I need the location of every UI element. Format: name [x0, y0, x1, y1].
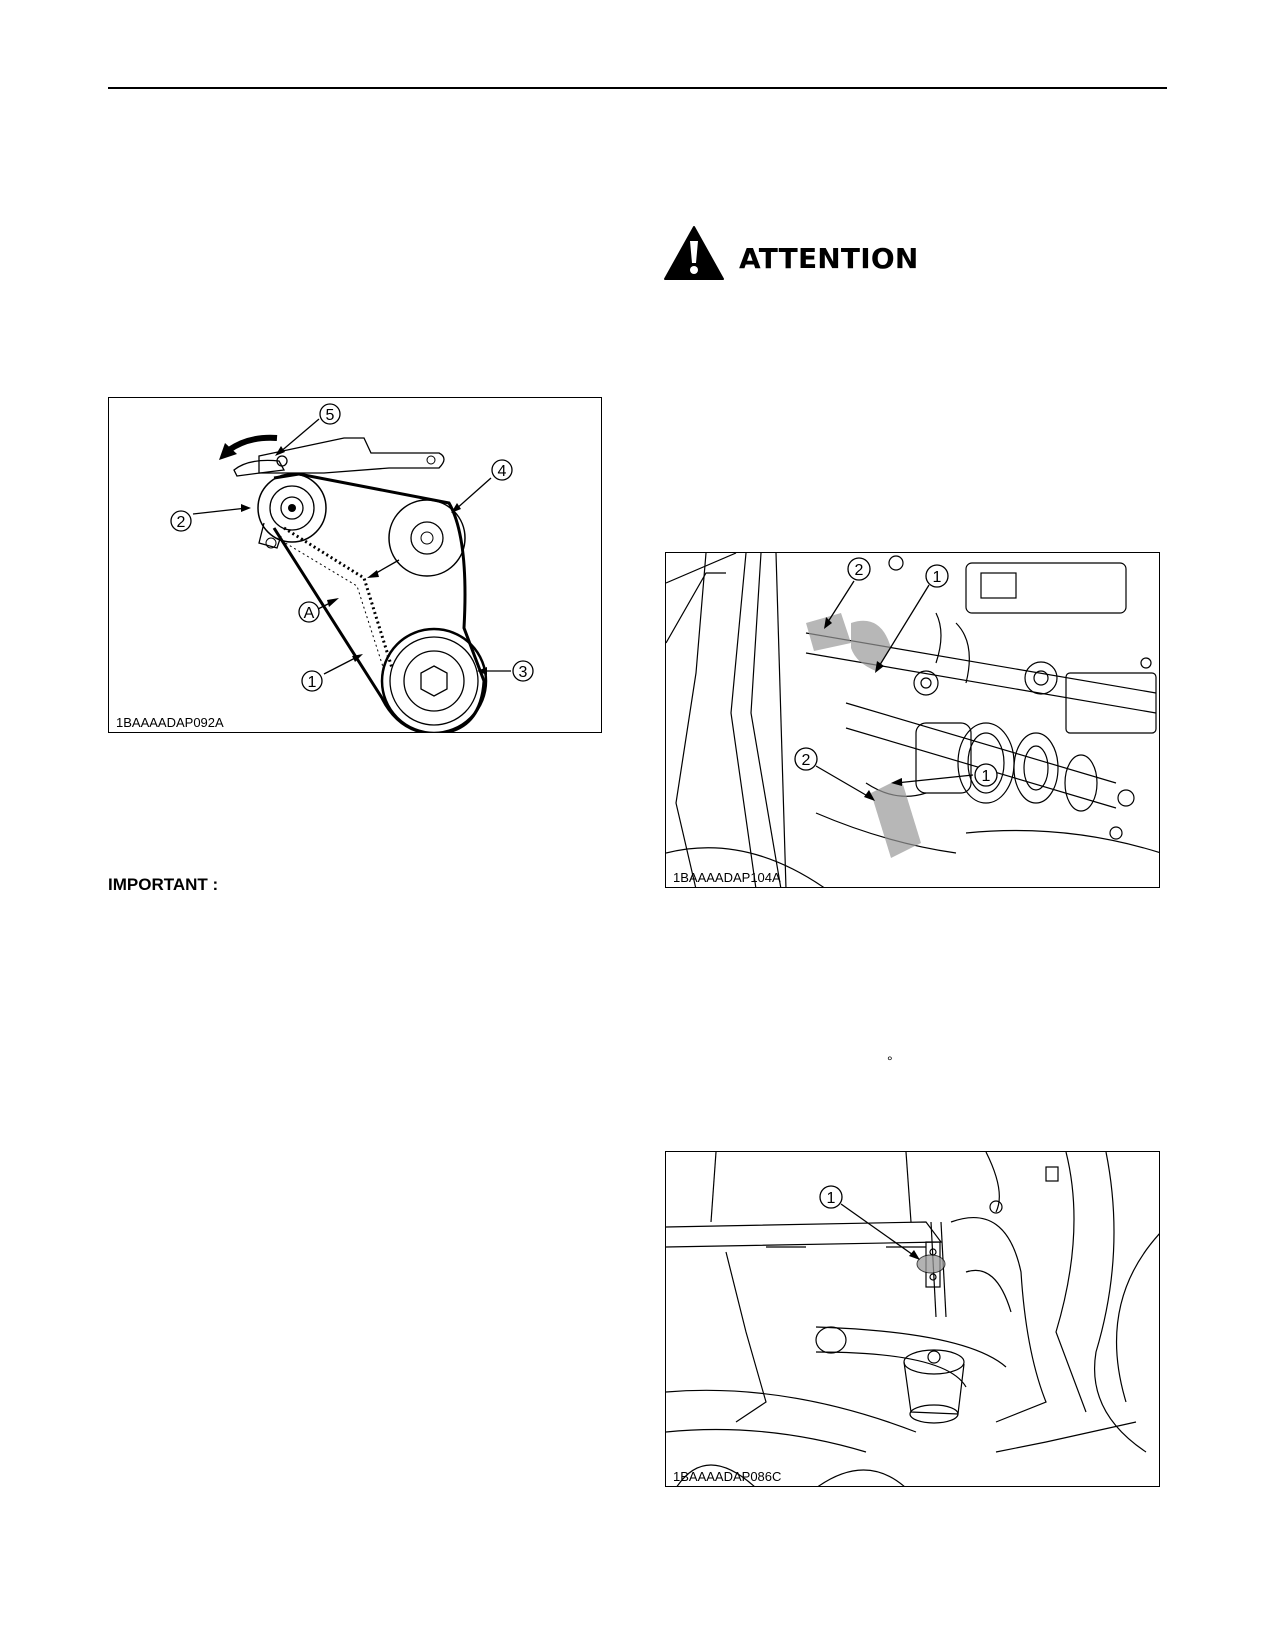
callout-5: 5	[326, 407, 335, 424]
callout-1: 1	[827, 1190, 836, 1207]
engine-hose-figure: 2 1 2 1 1BAAAADAP104A	[665, 552, 1160, 888]
callout-1: 1	[308, 674, 317, 691]
attention-header: ATTENTION	[663, 225, 918, 281]
belt-tension-figure: 5 2 4 A 1 3 1BAAAADAP092A	[108, 397, 602, 733]
callout-2: 2	[177, 514, 186, 531]
header-rule	[108, 87, 1167, 89]
callout-1-top: 1	[933, 569, 942, 586]
callout-a: A	[304, 605, 315, 622]
degree-mark: °	[887, 1053, 893, 1069]
important-label: IMPORTANT :	[108, 875, 219, 894]
axle-grease-figure: 1 1BAAAADAP086C	[665, 1151, 1160, 1487]
belt-tension-drawing: 5 2 4 A 1 3	[170, 403, 534, 732]
figure-code: 1BAAAADAP104A	[673, 870, 781, 885]
callout-2-bottom: 2	[802, 752, 811, 769]
figure-code: 1BAAAADAP086C	[673, 1469, 782, 1484]
attention-title: ATTENTION	[739, 241, 919, 275]
axle-grease-drawing: 1	[666, 1152, 1159, 1486]
callout-3: 3	[519, 664, 528, 681]
engine-hose-drawing: 2 1 2 1	[666, 553, 1159, 887]
warning-triangle-icon	[664, 226, 724, 280]
callout-1-bottom: 1	[982, 768, 991, 785]
callout-2-top: 2	[855, 562, 864, 579]
figure-code: 1BAAAADAP092A	[116, 715, 224, 730]
callout-4: 4	[498, 463, 507, 480]
